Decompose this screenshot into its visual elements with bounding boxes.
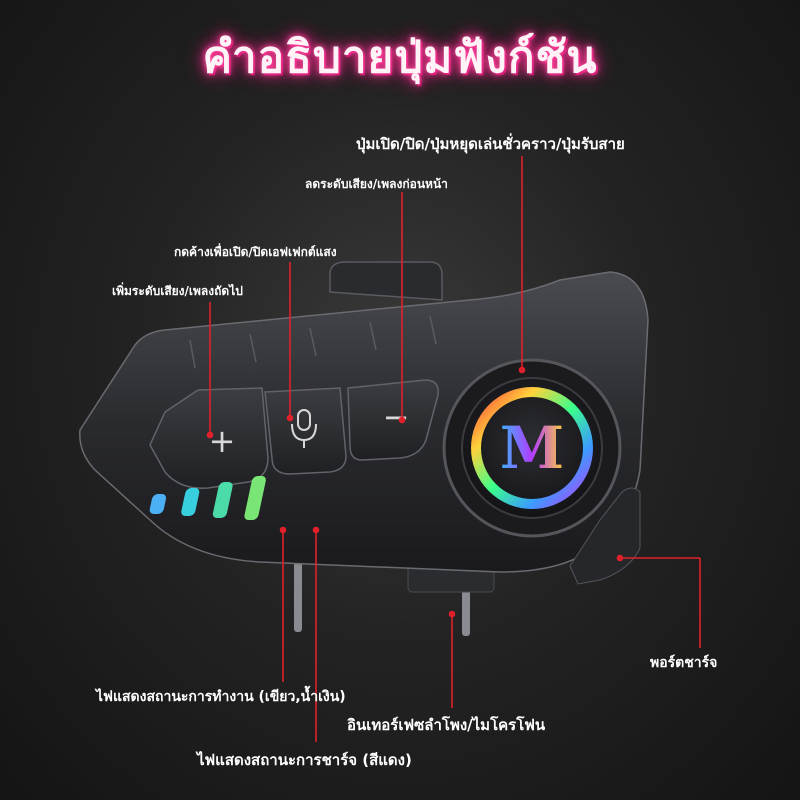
led-bar-4 <box>244 476 266 520</box>
label-charge-light: ไฟแสดงสถานะการชาร์จ (สีแดง) <box>197 751 412 769</box>
volume-down-button[interactable] <box>347 379 439 461</box>
led-bar-1 <box>149 494 167 514</box>
led-bar-3 <box>212 482 233 518</box>
rgb-light-ring <box>471 387 593 509</box>
power-button[interactable] <box>461 377 603 519</box>
label-status-light: ไฟแสดงสถานะการทำงาน (เขียว,น้ำเงิน) <box>96 689 346 705</box>
microphone-icon <box>291 409 317 448</box>
light-effect-button[interactable] <box>264 387 347 475</box>
grip-ribs <box>189 315 437 369</box>
status-led-bars <box>149 476 266 520</box>
label-volume-down: ลดระดับเสียง/เพลงก่อนหน้า <box>305 177 448 191</box>
mount-pin-right <box>462 586 470 636</box>
minus-icon: − <box>383 398 410 436</box>
label-light-effect: กดค้างเพื่อเปิด/ปิดเอฟเฟกต์แสง <box>174 245 337 259</box>
mount-pin-left <box>294 560 302 632</box>
label-charging-port: พอร์ตชาร์จ <box>650 655 718 671</box>
leader-lines <box>206 156 701 742</box>
label-volume-up: เพิ่มระดับเสียง/เพลงถัดไป <box>112 284 243 298</box>
led-bar-2 <box>181 488 200 516</box>
logo-letter: M <box>500 414 564 482</box>
page-title: คำอธิบายปุ่มฟังก์ชัน <box>202 32 598 83</box>
label-mic-speaker: อินเทอร์เฟซลำโพง/ไมโครโฟน <box>347 716 546 734</box>
label-power-button: ปุ่มเปิด/ปิด/ปุ่มหยุดเล่นชั่วคราว/ปุ่มรั… <box>356 135 625 153</box>
top-clip <box>329 261 443 301</box>
plus-icon: + <box>209 422 236 460</box>
